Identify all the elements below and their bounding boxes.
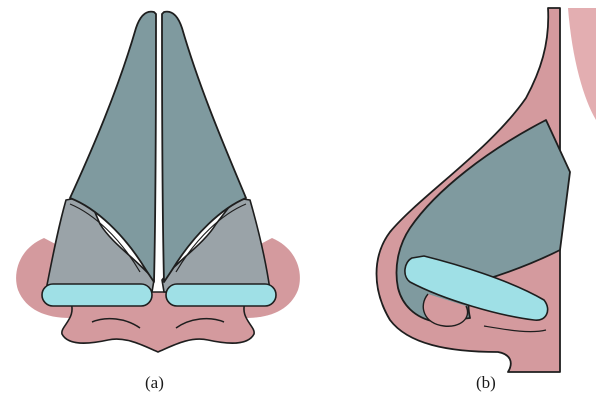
- side-view-nose: [377, 8, 596, 372]
- caption-front-view: (a): [145, 373, 164, 393]
- caption-side-view: (b): [476, 373, 496, 393]
- front-highlight-bar-left: [42, 284, 152, 306]
- front-view-nose: [16, 12, 300, 352]
- side-skin-inner: [568, 8, 596, 120]
- front-highlight-bar-right: [166, 284, 276, 306]
